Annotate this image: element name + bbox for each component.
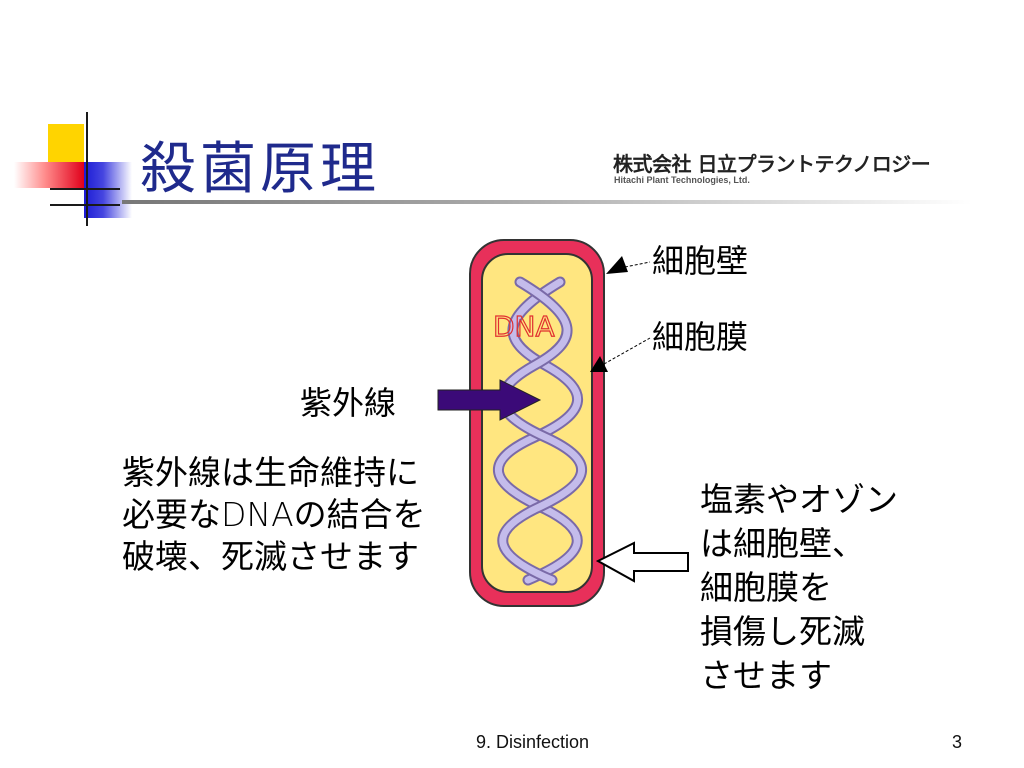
footer-title: 9. Disinfection <box>476 732 590 752</box>
slide-title: 殺菌原理 <box>140 137 380 202</box>
uv-explanation-text: 紫外線は生命維持に 必要なDNAの結合を 破壊、死滅させます <box>122 453 426 576</box>
decor-vertical-line <box>86 112 88 226</box>
cell-membrane-pointer-icon <box>590 356 608 372</box>
dna-helix <box>492 276 588 586</box>
chlorine-explanation-text: 塩素やオゾン は細胞壁、 細胞膜を 損傷し死滅 させます <box>700 480 898 695</box>
company-logo: 株式会社 日立プラントテクノロジー <box>613 152 931 176</box>
company-logo-english: Hitachi Plant Technologies, Ltd. <box>614 175 750 185</box>
decor-square-yellow <box>48 124 84 162</box>
uv-arrow-icon <box>437 379 542 421</box>
dna-label: DNA <box>493 310 555 343</box>
uv-label: 紫外線 <box>300 384 397 422</box>
decor-horizontal-line <box>50 188 120 190</box>
cell-membrane-label: 細胞膜 <box>652 318 749 356</box>
cell-wall-pointer-icon <box>606 256 628 274</box>
page-number: 3 <box>952 732 963 752</box>
chlorine-arrow-icon <box>595 541 689 583</box>
cell-wall-label: 細胞壁 <box>652 242 749 280</box>
decor-square-blue <box>84 162 132 218</box>
decor-horizontal-line <box>50 204 120 206</box>
cell-membrane-leader-line <box>603 337 651 365</box>
decor-square-red <box>14 162 84 188</box>
title-underline <box>122 200 972 204</box>
